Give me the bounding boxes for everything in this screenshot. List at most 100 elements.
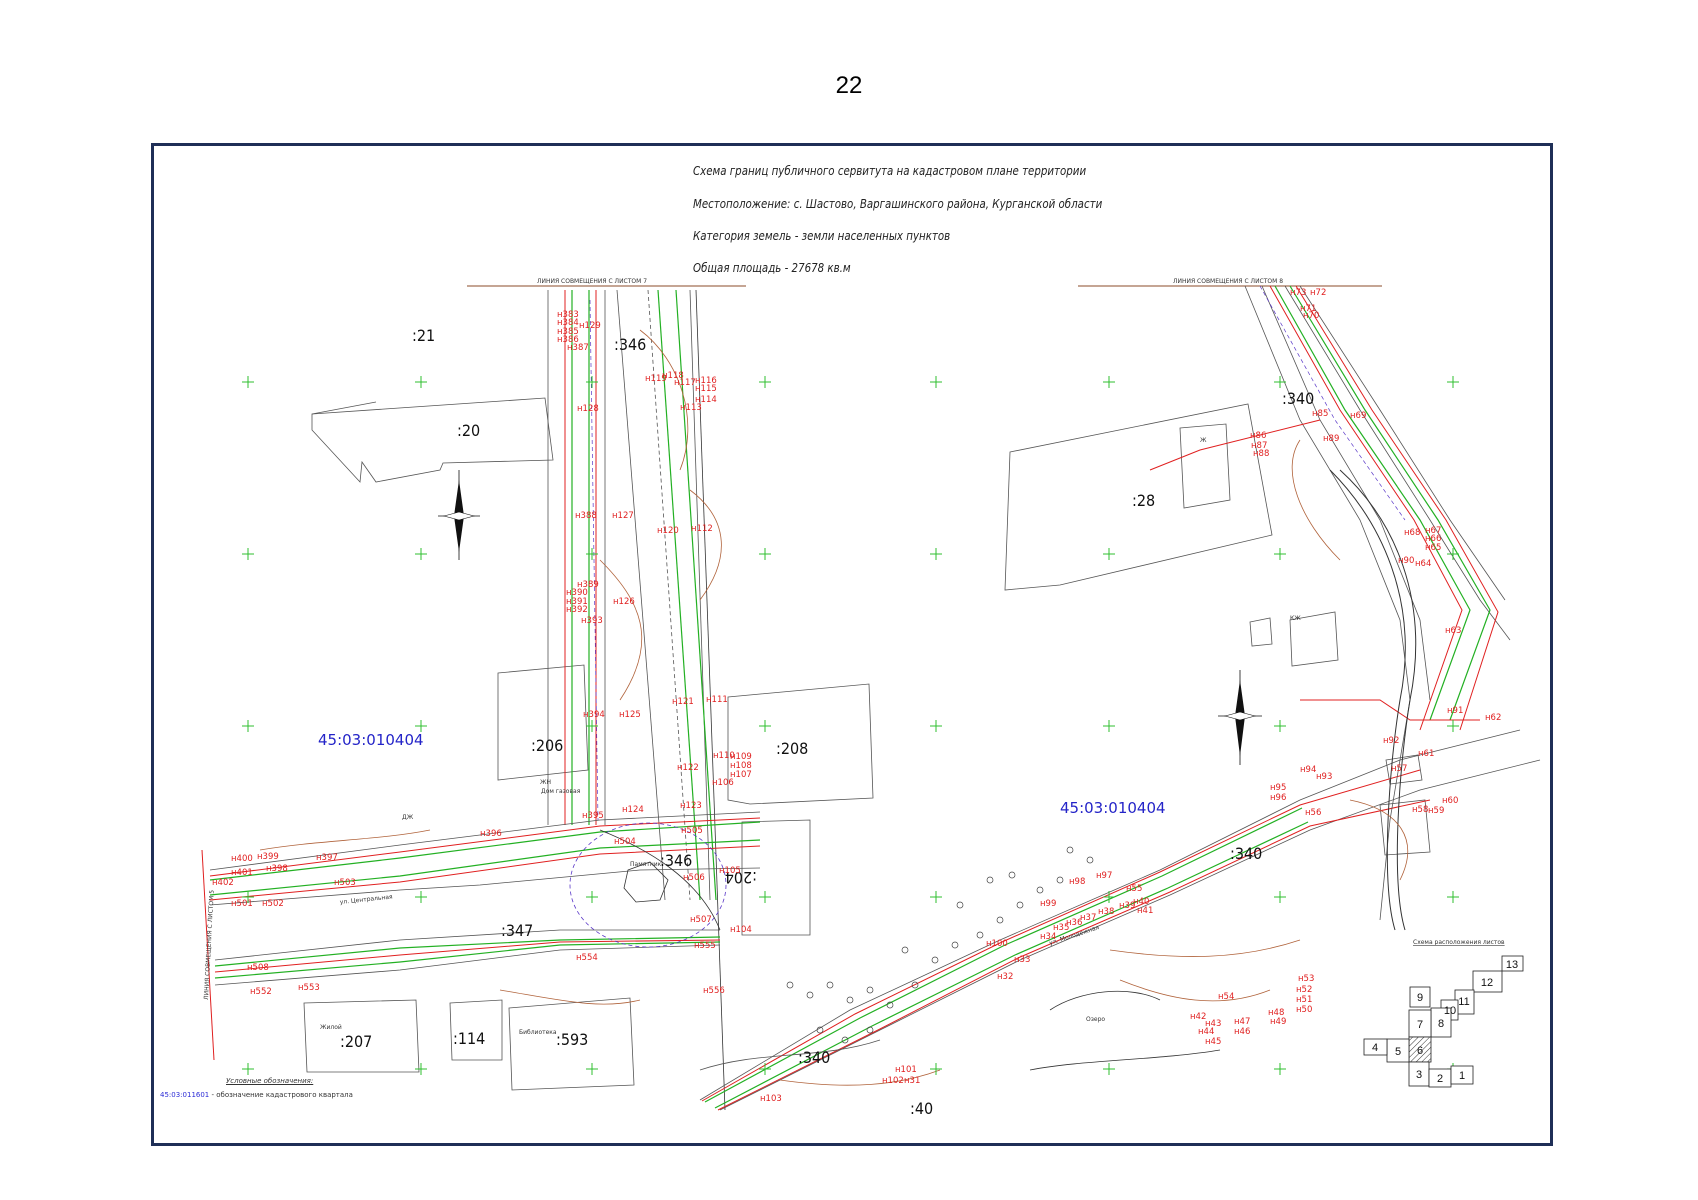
point-n119: н119: [645, 374, 667, 384]
point-n62: н62: [1485, 713, 1501, 723]
sheet-cell-5: 5: [1395, 1046, 1401, 1058]
point-n393: н393: [581, 616, 603, 626]
point-n111: н111: [706, 695, 728, 705]
point-n39: н39: [1119, 901, 1135, 911]
point-n38: н38: [1098, 907, 1114, 917]
point-n96: н96: [1270, 793, 1286, 803]
point-n120: н120: [657, 526, 679, 536]
point-n63: н63: [1445, 626, 1461, 636]
point-n402: н402: [212, 878, 234, 888]
point-n122: н122: [677, 763, 699, 773]
parcel-labels: :21 :20 :346 :340 :28 :206 :208 :204 :34…: [340, 326, 1314, 1118]
junction-lines: ЛИНИЯ СОВМЕЩЕНИЯ С ЛИСТОМ 7 ЛИНИЯ СОВМЕЩ…: [201, 278, 1382, 1061]
point-n126: н126: [613, 597, 635, 607]
building-label-library: Библиотека: [519, 1029, 557, 1036]
point-n388: н388: [575, 511, 597, 521]
point-n114: н114: [695, 395, 717, 405]
point-n395: н395: [582, 811, 604, 821]
point-n385: н385: [557, 327, 579, 337]
point-n102: н102: [882, 1076, 904, 1086]
point-n42: н42: [1190, 1012, 1206, 1022]
point-n101: н101: [895, 1065, 917, 1075]
point-n58: н58: [1412, 805, 1428, 815]
point-n108: н108: [730, 761, 752, 771]
north-arrow-left: [438, 470, 480, 560]
point-n117: н117: [674, 378, 696, 388]
point-n53: н53: [1298, 974, 1314, 984]
building-label-dn: ЖН: [540, 779, 551, 786]
building-label-kzh: КЖ: [1290, 615, 1301, 622]
point-n64: н64: [1415, 559, 1431, 569]
point-n400: н400: [231, 854, 253, 864]
point-n505: н505: [681, 826, 703, 836]
point-n389: н389: [577, 580, 599, 590]
page-number: 22: [835, 72, 863, 99]
point-n384: н384: [557, 318, 579, 328]
point-n112: н112: [691, 524, 713, 534]
parcel-label-207: :207: [340, 1032, 372, 1051]
junction-sheet7-label: ЛИНИЯ СОВМЕЩЕНИЯ С ЛИСТОМ 7: [537, 278, 647, 285]
point-n72: н72: [1310, 288, 1326, 298]
point-n115: н115: [695, 384, 717, 394]
point-n501: н501: [231, 899, 253, 909]
point-n59: н59: [1428, 806, 1444, 816]
point-n32: н32: [997, 972, 1013, 982]
point-n73: н73: [1290, 288, 1306, 298]
location-line: Местоположение: с. Шастово, Варгашинског…: [693, 196, 1103, 211]
road-corridor-north: [547, 289, 726, 1111]
point-n50: н50: [1296, 1005, 1312, 1015]
point-n123: н123: [680, 801, 702, 811]
sheet-cell-7: 7: [1417, 1019, 1423, 1031]
point-n51: н51: [1296, 995, 1312, 1005]
point-n88: н88: [1253, 449, 1269, 459]
point-n60: н60: [1442, 796, 1458, 806]
point-n506: н506: [683, 873, 705, 883]
legend-description: - обозначение кадастрового квартала: [211, 1091, 353, 1099]
sheet-cell-11: 11: [1458, 996, 1469, 1008]
point-n94: н94: [1300, 765, 1316, 775]
building-label-monument: Памятник: [630, 861, 662, 868]
parcel-label-28: :28: [1132, 491, 1155, 510]
point-n383: н383: [557, 310, 579, 320]
sheet-cell-9: 9: [1417, 992, 1423, 1004]
building-labels: Дом газовая ЖН Памятник Жилой Библиотека…: [320, 437, 1301, 1036]
point-n100: н100: [986, 939, 1008, 949]
road-corridor-central: [209, 811, 761, 986]
legend-entry: 45:03:011601 - обозначение кадастрового …: [160, 1091, 353, 1099]
point-n504: н504: [614, 837, 636, 847]
point-n397: н397: [316, 853, 338, 863]
north-arrow-right: [1218, 670, 1262, 765]
point-n125: н125: [619, 710, 641, 720]
lake-label: Озеро: [1086, 1016, 1105, 1023]
point-n68: н68: [1404, 528, 1420, 538]
point-n387: н387: [567, 343, 589, 353]
point-n35: н35: [1053, 923, 1069, 933]
road-corridor-east: [699, 729, 1541, 1111]
sheet-cell-12: 12: [1481, 977, 1493, 989]
point-n66: н66: [1425, 534, 1441, 544]
building-label-residential: Жилой: [320, 1024, 342, 1031]
point-n92: н92: [1383, 736, 1399, 746]
point-n90: н90: [1398, 556, 1414, 566]
point-n43: н43: [1205, 1019, 1221, 1029]
point-n93: н93: [1316, 772, 1332, 782]
point-n55: н55: [1126, 884, 1142, 894]
point-n54: н54: [1218, 992, 1234, 1002]
point-n502: н502: [262, 899, 284, 909]
point-n507: н507: [690, 915, 712, 925]
sheet-layout-index: Схема расположения листов 13 12 11: [1363, 939, 1524, 1088]
point-n49: н49: [1270, 1017, 1286, 1027]
sheet-cell-1: 1: [1459, 1070, 1465, 1082]
parcel-label-40: :40: [910, 1099, 933, 1118]
point-n552: н552: [250, 987, 272, 997]
point-n109: н109: [730, 752, 752, 762]
point-n503: н503: [334, 878, 356, 888]
parcel-label-206: :206: [531, 736, 563, 755]
point-n107: н107: [730, 770, 752, 780]
point-n87: н87: [1251, 441, 1267, 451]
point-n128: н128: [577, 404, 599, 414]
point-n70: н70: [1303, 311, 1319, 321]
sheet-cell-4: 4: [1372, 1042, 1378, 1054]
point-n390: н390: [566, 588, 588, 598]
